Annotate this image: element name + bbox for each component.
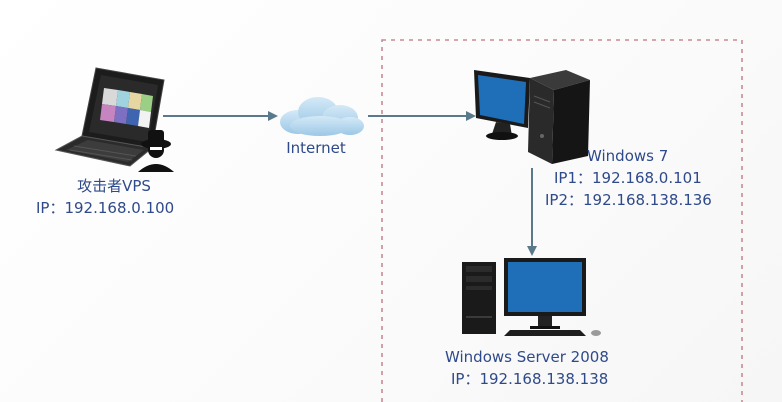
- laptop-with-hacker-icon: [54, 67, 174, 172]
- internet-node: [276, 92, 368, 140]
- win7-name-label: Windows 7: [587, 147, 669, 165]
- cloud-icon: [280, 97, 364, 136]
- attacker-node: [52, 66, 182, 176]
- internal-network-boundary: [381, 39, 743, 402]
- win7-ip2-label: IP2：192.168.138.136: [545, 191, 712, 209]
- server2008-ip-label: IP：192.168.138.138: [451, 370, 609, 388]
- win7-node: [470, 66, 594, 166]
- server2008-name-label: Windows Server 2008: [445, 348, 609, 366]
- attacker-ip-label: IP：192.168.0.100: [36, 199, 175, 217]
- server-desktop-icon: [462, 258, 601, 336]
- server2008-node: [460, 256, 606, 342]
- win7-ip1-label: IP1：192.168.0.101: [554, 169, 702, 187]
- desktop-pc-icon: [474, 70, 590, 164]
- attacker-name-label: 攻击者VPS: [77, 177, 151, 195]
- internet-label: Internet: [286, 139, 346, 157]
